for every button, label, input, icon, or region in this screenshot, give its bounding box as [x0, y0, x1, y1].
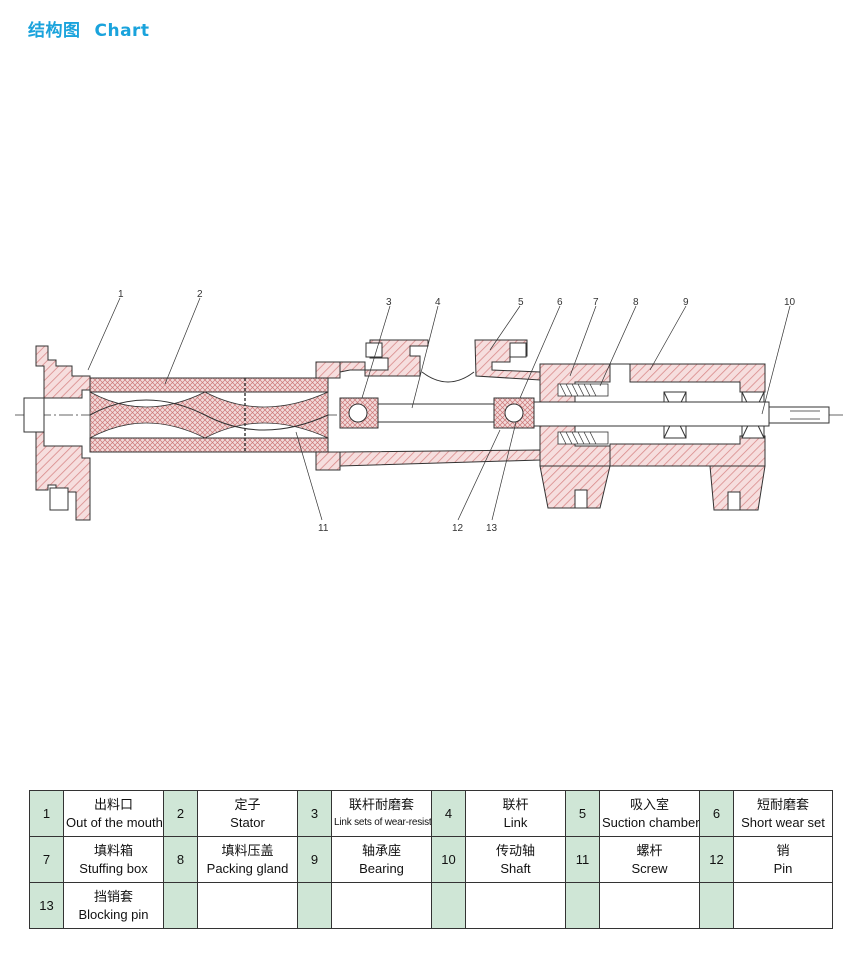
title-en: Chart: [94, 21, 150, 41]
empty-number-cell: [297, 882, 332, 929]
callout-11: 11: [318, 523, 329, 534]
callout-13: 13: [486, 523, 498, 534]
link-rod: [339, 397, 535, 429]
outlet-flange: [23, 345, 91, 521]
part-number: 4: [431, 790, 466, 837]
part-number: 9: [297, 836, 332, 883]
stator: [89, 361, 341, 471]
callout-10: 10: [784, 297, 796, 308]
drive-shaft: [533, 401, 830, 427]
empty-number-cell: [431, 882, 466, 929]
callout-12: 12: [452, 523, 464, 534]
part-number: 11: [565, 836, 600, 883]
empty-label-cell: [331, 882, 432, 929]
empty-label-cell: [733, 882, 833, 929]
callout-9: 9: [683, 297, 689, 308]
empty-number-cell: [565, 882, 600, 929]
part-number: 3: [297, 790, 332, 837]
part-number: 8: [163, 836, 198, 883]
callout-6: 6: [557, 297, 563, 308]
callout-labels: 1 2 3 4 5 6 7 8 9 10 11 12 13: [118, 289, 796, 534]
empty-number-cell: [699, 882, 734, 929]
part-number: 5: [565, 790, 600, 837]
empty-number-cell: [163, 882, 198, 929]
leader-lines: [87, 297, 791, 521]
callout-2: 2: [197, 289, 203, 300]
callout-7: 7: [593, 297, 599, 308]
callout-3: 3: [386, 297, 392, 308]
callout-4: 4: [435, 297, 441, 308]
suction-chamber: [339, 339, 541, 467]
empty-label-cell: [465, 882, 566, 929]
page-title: 结构图 Chart: [28, 16, 150, 41]
part-number: 13: [29, 882, 64, 929]
part-number: 12: [699, 836, 734, 883]
part-number: 2: [163, 790, 198, 837]
callout-1: 1: [118, 289, 124, 300]
pump-structure-diagram: 1 2 3 4 5 6 7 8 9 10 11 12 13: [15, 289, 845, 534]
part-number: 1: [29, 790, 64, 837]
callout-8: 8: [633, 297, 639, 308]
part-number: 7: [29, 836, 64, 883]
callout-5: 5: [518, 297, 524, 308]
title-cn: 结构图: [28, 21, 81, 41]
part-number: 6: [699, 790, 734, 837]
part-number: 10: [431, 836, 466, 883]
empty-label-cell: [197, 882, 298, 929]
empty-label-cell: [599, 882, 700, 929]
